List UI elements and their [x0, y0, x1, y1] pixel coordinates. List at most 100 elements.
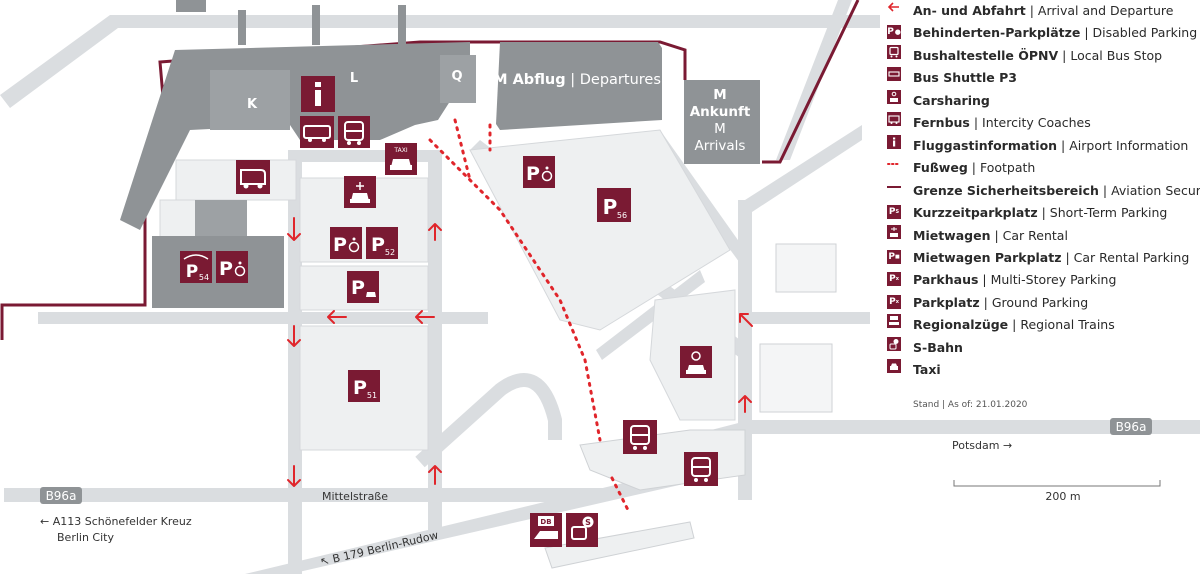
legend-item: Bushaltestelle ÖPNV | Local Bus Stop — [887, 45, 1162, 65]
p54-sub-label: 54 — [199, 273, 209, 282]
chimney-1 — [238, 10, 246, 45]
bus-shuttle-icon[interactable] — [300, 116, 334, 148]
s-bahn-icon — [887, 337, 901, 354]
s-bahn-icon[interactable]: S — [566, 513, 598, 547]
regional-train-icon — [887, 314, 901, 331]
legend-item: Carsharing — [887, 90, 990, 110]
carsharing-icon[interactable] — [680, 346, 712, 378]
legend-separator: | — [967, 159, 980, 175]
svg-text:S: S — [585, 518, 591, 527]
bus-stop-icon — [887, 45, 901, 62]
svg-text:P: P — [351, 277, 365, 299]
disabled-parking-icon[interactable]: P — [330, 227, 362, 259]
taxi-label: TAXI — [393, 147, 407, 154]
car-rental-icon[interactable] — [344, 176, 376, 208]
taxi-icon[interactable]: TAXI — [385, 143, 417, 175]
road-top-right — [776, 0, 852, 160]
legend-item: Fluggastinformation | Airport Informatio… — [887, 135, 1188, 155]
mittelstrasse-label: Mittelstraße — [322, 490, 388, 503]
arrivals-departures-arrows — [287, 217, 753, 487]
legend-separator: | — [1058, 47, 1071, 63]
building-top — [176, 0, 206, 12]
legend-label-de: Parkhaus — [913, 271, 979, 287]
terminal-q-label: Q — [451, 69, 462, 84]
arrivals-en-label: Arrivals — [695, 138, 746, 154]
security-line-east — [762, 0, 860, 164]
legend-label-en: Multi-Storey Parking — [990, 271, 1117, 287]
departures-english-label: Departures — [580, 72, 661, 88]
legend-label-en: Local Bus Stop — [1070, 47, 1163, 63]
bus-stop-icon[interactable] — [623, 420, 657, 454]
car-rental-parking-icon[interactable]: P — [347, 271, 379, 303]
legend-label-en: Ground Parking — [991, 294, 1089, 310]
road-b96a-west — [4, 488, 604, 502]
legend-label-de: Taxi — [913, 361, 941, 377]
legend-item: P■Mietwagen Parkplatz | Car Rental Parki… — [887, 247, 1189, 267]
legend-separator: | — [979, 294, 992, 310]
disabled-parking-icon[interactable]: P — [216, 251, 248, 283]
short-term-parking-p52-icon[interactable]: P 52 — [366, 227, 398, 259]
departures-main-label: M Abflug — [493, 72, 566, 88]
regional-train-icon[interactable]: DB — [530, 513, 562, 547]
legend-item: Bus Shuttle P3 — [887, 67, 1017, 87]
legend-label-de: Fluggastinformation — [913, 137, 1058, 153]
arrow-icon — [287, 217, 301, 241]
multi-storey-parking-p54-icon[interactable]: P 54 — [180, 251, 212, 283]
map-icons[interactable]: TAXI P P 52 — [180, 76, 718, 547]
bus-stop-icon[interactable] — [684, 452, 718, 486]
legend-item: S-Bahn — [887, 337, 963, 357]
taxi-icon — [887, 359, 901, 376]
ground-parking-p51-icon[interactable]: P 51 — [348, 370, 380, 402]
legend-separator: | — [1037, 204, 1050, 220]
b96a-east-label: B96a — [1116, 420, 1147, 434]
info-icon[interactable] — [301, 76, 335, 112]
legend-label-de: Mietwagen — [913, 227, 991, 243]
legend-label-de: Parkplatz — [913, 294, 980, 310]
legend-label-en: Short-Term Parking — [1049, 204, 1168, 220]
ground-parking-p56-icon[interactable]: P 56 — [597, 188, 631, 222]
carsharing-icon — [887, 90, 901, 107]
b96a-east-shield: B96a — [1110, 418, 1152, 435]
p51-sub-label: 51 — [367, 391, 377, 400]
legend-label-en: Arrival and Departure — [1037, 2, 1174, 18]
bus-terminal-area — [579, 429, 746, 491]
svg-text:P: P — [333, 234, 347, 256]
disabled-parking-icon[interactable]: P — [523, 156, 555, 188]
coach-icon[interactable] — [236, 160, 270, 194]
legend-label-en: Intercity Coaches — [982, 114, 1091, 130]
legend-item: Regionalzüge | Regional Trains — [887, 314, 1115, 334]
building-right-upper — [775, 243, 837, 293]
legend-label-en: Regional Trains — [1020, 316, 1115, 332]
legend-label-en: Car Rental Parking — [1073, 249, 1190, 265]
legend-item: Grenze Sicherheitsbereich | Aviation Sec… — [887, 180, 1200, 200]
arrivals-m2-label: M — [714, 121, 726, 137]
legend-label-de: Fußweg — [913, 159, 968, 175]
road-loop-top — [288, 150, 442, 162]
bus-stop-icon[interactable] — [338, 116, 370, 148]
p56-sub-label: 56 — [617, 211, 627, 220]
legend-item: Fußweg | Footpath — [887, 157, 1035, 177]
chimney-2 — [312, 5, 320, 45]
road-b96a-east — [595, 420, 1200, 474]
terminal-k-building — [210, 70, 290, 130]
arrow-icon — [428, 465, 442, 485]
arrivals-de-label: Ankunft — [690, 104, 751, 120]
legend-label-en: Aviation Security Line — [1111, 182, 1200, 198]
legend-label-en: Airport Information — [1069, 137, 1189, 153]
car-rental-parking-icon: P■ — [887, 250, 901, 264]
arrow-icon — [287, 325, 301, 347]
arrivals-m-label: M — [713, 87, 726, 103]
disabled-parking-icon: P ● — [887, 25, 901, 39]
train-station-platform — [544, 521, 695, 569]
terminal-m-arrivals-building — [684, 80, 760, 164]
security-line-icon — [887, 183, 901, 197]
legend-item: P ●Behinderten-Parkplätze | Disabled Par… — [887, 22, 1200, 42]
a113-label: ← A113 Schönefelder Kreuz — [40, 515, 192, 528]
road-right-spur — [748, 312, 870, 324]
